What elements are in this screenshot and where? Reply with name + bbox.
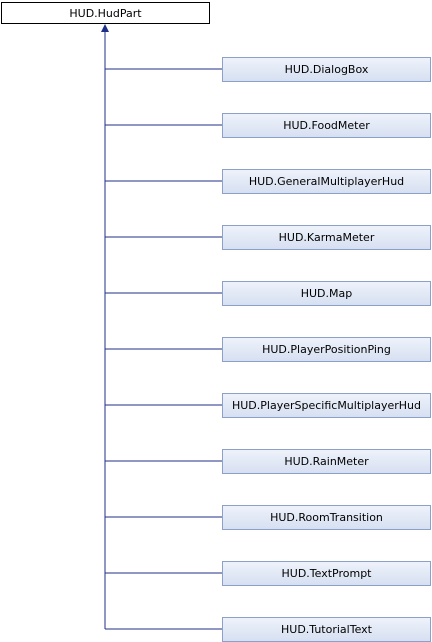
class-playerpositionping[interactable]: HUD.PlayerPositionPing xyxy=(222,337,431,362)
class-playerspecificmultiplayerhud[interactable]: HUD.PlayerSpecificMultiplayerHud xyxy=(222,393,431,418)
class-map[interactable]: HUD.Map xyxy=(222,281,431,306)
class-rainmeter[interactable]: HUD.RainMeter xyxy=(222,449,431,474)
class-generalmultiplayerhud[interactable]: HUD.GeneralMultiplayerHud xyxy=(222,169,431,194)
class-textprompt[interactable]: HUD.TextPrompt xyxy=(222,561,431,586)
class-roomtransition[interactable]: HUD.RoomTransition xyxy=(222,505,431,530)
base-class-hudpart[interactable]: HUD.HudPart xyxy=(1,2,210,24)
class-dialogbox[interactable]: HUD.DialogBox xyxy=(222,57,431,82)
class-tutorialtext[interactable]: HUD.TutorialText xyxy=(222,617,431,642)
class-karmameter[interactable]: HUD.KarmaMeter xyxy=(222,225,431,250)
inheritance-arrowhead xyxy=(101,24,109,32)
class-foodmeter[interactable]: HUD.FoodMeter xyxy=(222,113,431,138)
